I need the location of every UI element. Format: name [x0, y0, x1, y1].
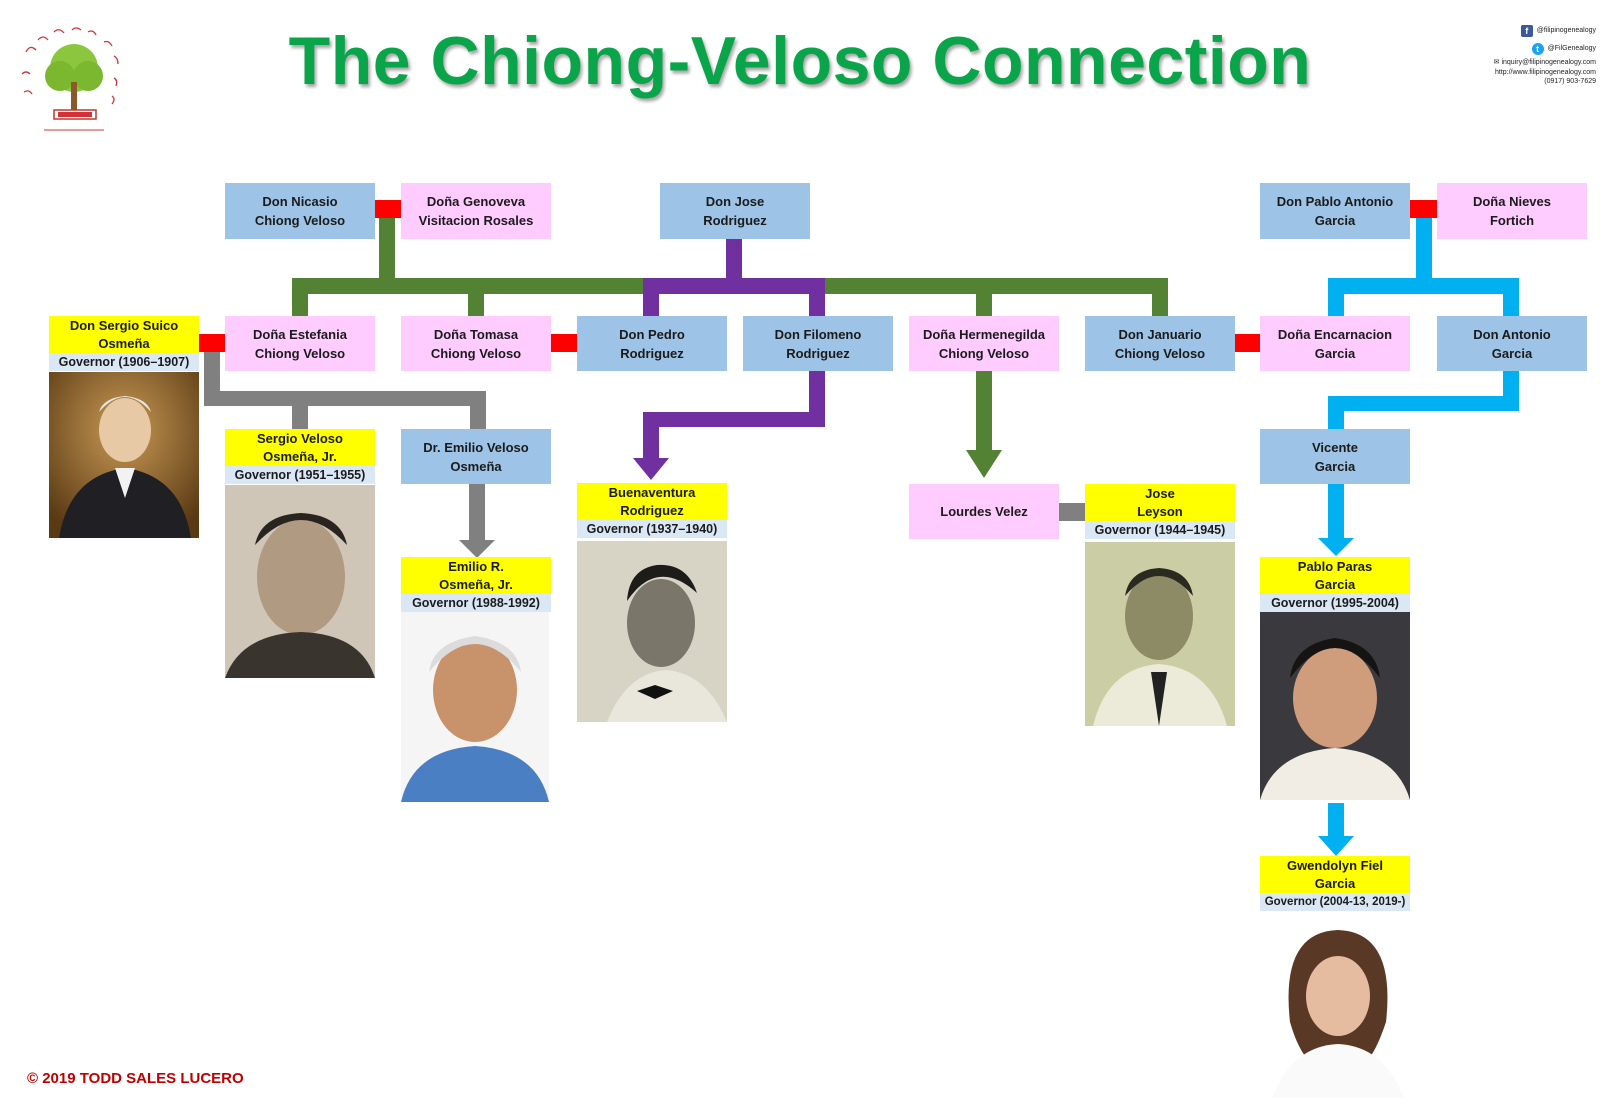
email-link[interactable]: inquiry@filipinogenealogy.com — [1501, 59, 1596, 66]
emilio-descent — [469, 484, 485, 544]
person-nieves[interactable]: Doña Nieves Fortich — [1437, 183, 1587, 239]
person-lourdes[interactable]: Lourdes Velez — [909, 484, 1059, 539]
governor-term-leyson: Governor (1944–1945) — [1085, 521, 1235, 539]
garcia-drop-antonio — [1503, 278, 1519, 316]
antonio-descent-drop — [1328, 396, 1344, 431]
facebook-handle[interactable]: @filipinogenealogy — [1536, 27, 1596, 35]
facebook-icon[interactable]: f — [1520, 25, 1533, 37]
chiong-drop-januario — [1152, 278, 1168, 316]
person-emilio-sr[interactable]: Dr. Emilio Veloso Osmeña — [401, 429, 551, 484]
rodriguez-drop-pedro — [643, 278, 659, 316]
garcia-sibling-bar — [1328, 278, 1519, 294]
person-pedro[interactable]: Don Pedro Rodriguez — [577, 316, 727, 371]
arrow-to-lourdes — [966, 450, 1002, 478]
marriage-link-sergio-estefania — [199, 334, 226, 352]
garcia-descent-stem — [1416, 218, 1432, 282]
portrait-sergio-sr — [49, 372, 199, 538]
chiong-drop-tomasa — [468, 278, 484, 316]
person-pablo-antonio[interactable]: Don Pablo Antonio Garcia — [1260, 183, 1410, 239]
person-sergio-jr[interactable]: Sergio Veloso Osmeña, Jr. — [225, 429, 375, 466]
portrait-jose-leyson — [1085, 542, 1235, 726]
person-jose-leyson[interactable]: Jose Leyson — [1085, 484, 1235, 521]
marriage-link-januario-encarnacion — [1235, 334, 1262, 352]
arrow-to-emilio-jr — [459, 540, 495, 558]
portrait-buenaventura — [577, 541, 727, 722]
copyright-notice: © 2019 TODD SALES LUCERO — [27, 1070, 244, 1087]
genealogy-logo — [14, 22, 134, 134]
mail-icon: ✉ — [1493, 59, 1500, 66]
person-hermenegilda[interactable]: Doña Hermenegilda Chiong Veloso — [909, 316, 1059, 371]
antonio-descent-across — [1328, 396, 1519, 411]
filomeno-descent-drop — [643, 412, 659, 460]
osmena-descent-stem — [204, 352, 220, 399]
phone-number: (0917) 903-7629 — [1544, 78, 1596, 85]
garcia-drop-encarnacion — [1328, 278, 1344, 316]
portrait-emilio-jr — [401, 612, 549, 802]
portrait-sergio-jr — [225, 485, 375, 678]
arrow-to-pablo-paras — [1318, 538, 1354, 556]
person-pablo-paras[interactable]: Pablo Paras Garcia — [1260, 557, 1410, 594]
person-tomasa[interactable]: Doña Tomasa Chiong Veloso — [401, 316, 551, 371]
hermenegilda-descent — [976, 370, 992, 452]
twitter-handle[interactable]: @FilGenealogy — [1547, 45, 1596, 53]
person-emilio-jr[interactable]: Emilio R. Osmeña, Jr. — [401, 557, 551, 594]
pablo-paras-descent — [1328, 803, 1344, 841]
vicente-descent — [1328, 484, 1344, 542]
osmena-drop-sergio-jr — [292, 391, 308, 429]
arrow-to-gwendolyn — [1318, 836, 1354, 856]
chiong-drop-estefania — [292, 278, 308, 316]
rodriguez-drop-filomeno — [809, 278, 825, 316]
governor-term-emilio-jr: Governor (1988-1992) — [401, 594, 551, 612]
contact-info: f@filipinogenealogy t@FilGenealogy ✉ inq… — [1466, 22, 1596, 87]
person-encarnacion[interactable]: Doña Encarnacion Garcia — [1260, 316, 1410, 371]
person-jose-rodriguez[interactable]: Don Jose Rodriguez — [660, 183, 810, 239]
person-estefania[interactable]: Doña Estefania Chiong Veloso — [225, 316, 375, 371]
arrow-to-buenaventura — [633, 458, 669, 480]
marriage-link-nicasio-genoveva — [374, 200, 401, 218]
person-vicente[interactable]: Vicente Garcia — [1260, 429, 1410, 484]
person-filomeno[interactable]: Don Filomeno Rodriguez — [743, 316, 893, 371]
website-link[interactable]: http://www.filipinogenealogy.com — [1494, 68, 1596, 76]
rodriguez-sibling-bar — [643, 278, 825, 294]
governor-term-sergio-jr: Governor (1951–1955) — [225, 466, 375, 484]
person-gwendolyn[interactable]: Gwendolyn Fiel Garcia — [1260, 856, 1410, 893]
page-title: The Chiong-Veloso Connection — [288, 23, 1312, 99]
person-sergio-sr[interactable]: Don Sergio Suico Osmeña — [49, 316, 199, 353]
marriage-link-lourdes-leyson — [1058, 503, 1085, 521]
person-januario[interactable]: Don Januario Chiong Veloso — [1085, 316, 1235, 371]
rodriguez-descent-stem — [726, 238, 742, 282]
portrait-gwendolyn — [1262, 912, 1412, 1098]
osmena-drop-emilio — [470, 391, 486, 429]
twitter-icon[interactable]: t — [1531, 43, 1544, 55]
person-antonio[interactable]: Don Antonio Garcia — [1437, 316, 1587, 371]
marriage-link-pablo-nieves — [1410, 200, 1437, 218]
chiong-drop-hermenegilda — [976, 278, 992, 316]
governor-term-pablo-paras: Governor (1995-2004) — [1260, 594, 1410, 612]
portrait-pablo-paras — [1260, 612, 1410, 800]
marriage-link-tomasa-pedro — [550, 334, 577, 352]
person-genoveva[interactable]: Doña Genoveva Visitacion Rosales — [401, 183, 551, 239]
chiong-descent-stem — [379, 218, 395, 281]
filomeno-descent-across — [643, 412, 825, 427]
person-buenaventura[interactable]: Buenaventura Rodriguez — [577, 483, 727, 520]
governor-term-gwendolyn: Governor (2004-13, 2019-) — [1260, 893, 1410, 911]
governor-term-buenaventura: Governor (1937–1940) — [577, 520, 727, 538]
osmena-sibling-bar — [204, 391, 486, 406]
governor-term-sergio-sr: Governor (1906–1907) — [49, 353, 199, 371]
person-nicasio[interactable]: Don Nicasio Chiong Veloso — [225, 183, 375, 239]
